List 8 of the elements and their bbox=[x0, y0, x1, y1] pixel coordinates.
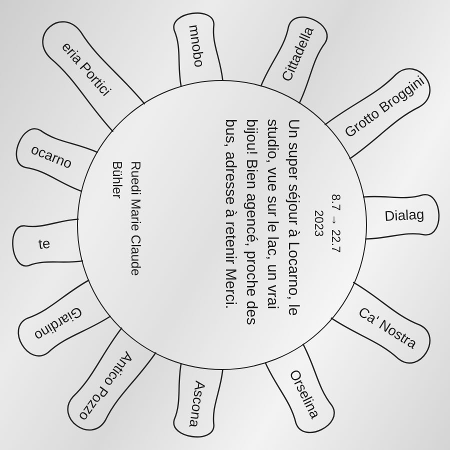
petal-label: te bbox=[37, 235, 51, 252]
message-text: Un super séjour à Locarno, le studio, vue sur le lac, un vrai bijou! Bien agencé, proche des bus, adresse à retenir Merci. bbox=[221, 119, 303, 327]
petal-label: Dialag bbox=[384, 206, 424, 224]
petal-label: Ascona bbox=[186, 380, 208, 428]
date-text: 8.7 → 22.7 2023 bbox=[311, 192, 344, 254]
petal-label: ocarno bbox=[29, 141, 75, 172]
signature-text: Ruedi Marie Claude Bühler bbox=[109, 161, 144, 278]
petal-label: mnobo bbox=[186, 24, 208, 69]
